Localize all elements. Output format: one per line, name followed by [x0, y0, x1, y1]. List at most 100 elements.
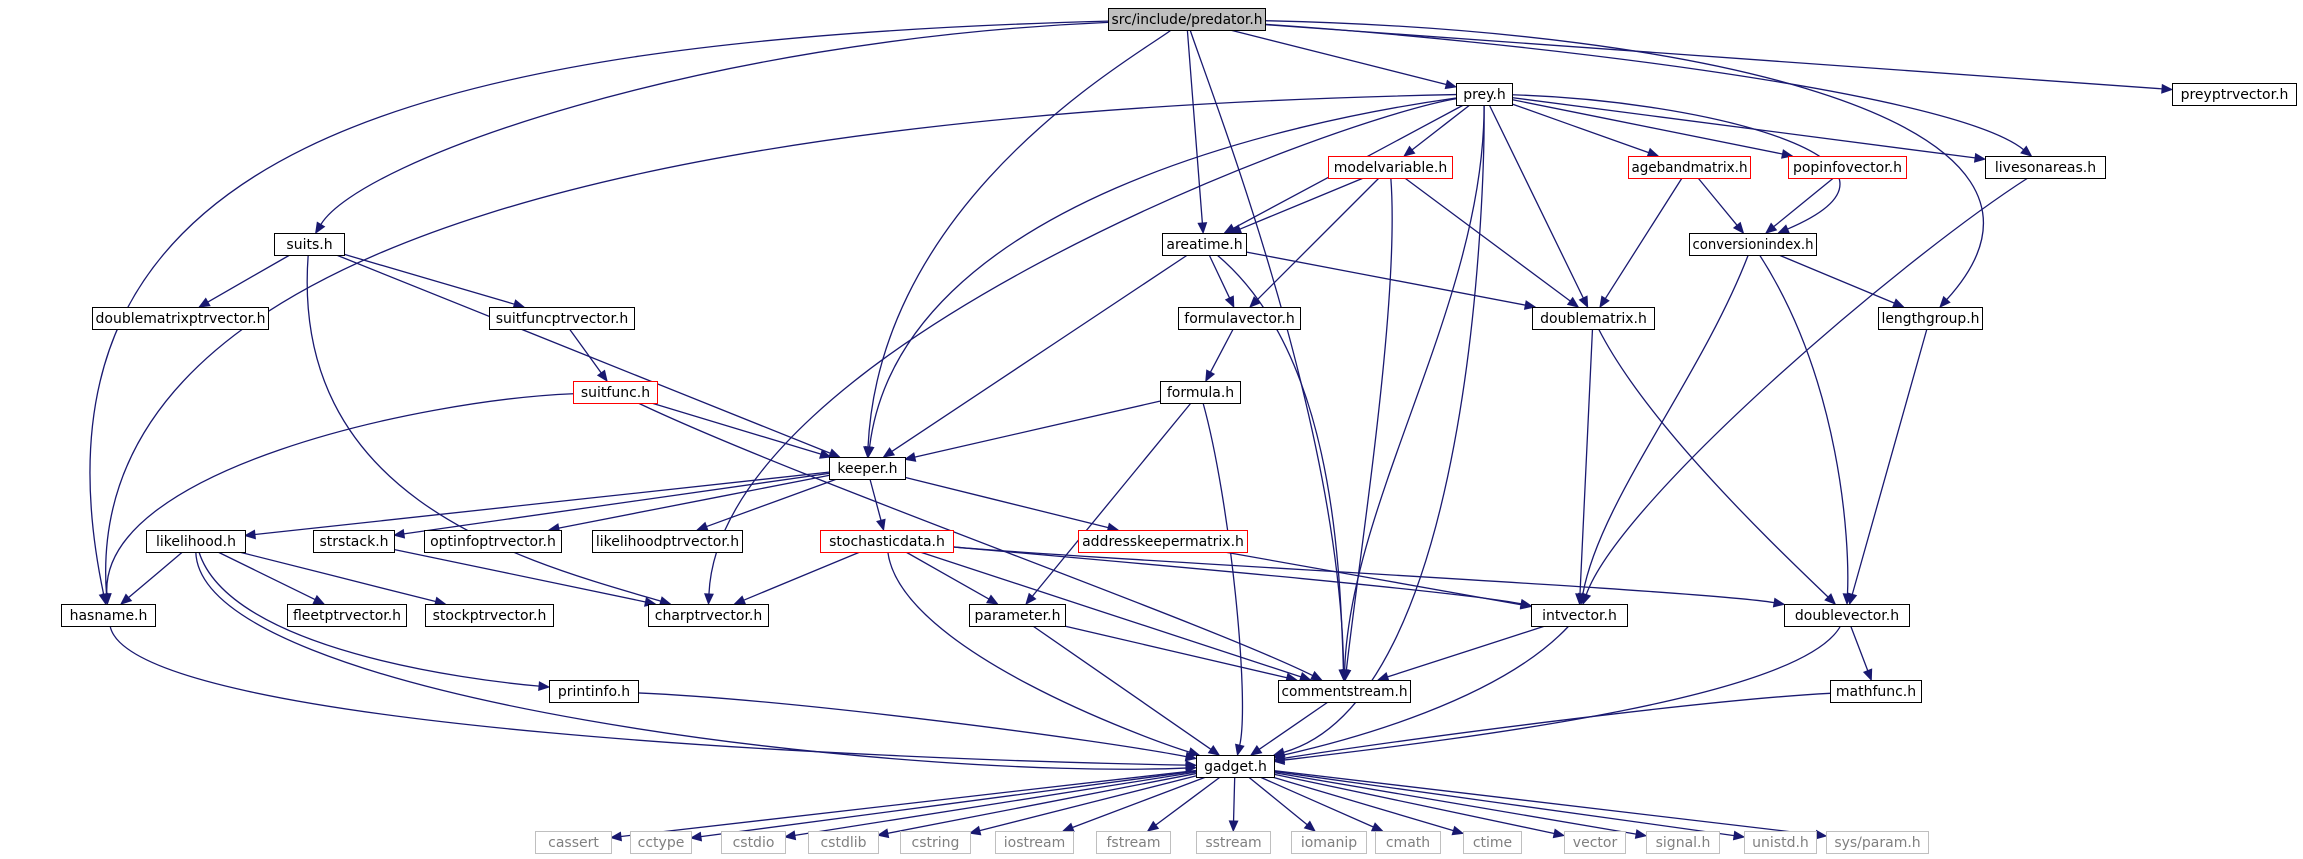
node-modelvariable[interactable]: modelvariable.h — [1328, 156, 1453, 179]
node-lengthgroup[interactable]: lengthgroup.h — [1878, 307, 1983, 330]
node-label: parameter.h — [975, 608, 1061, 624]
edge-suits-to-suitfuncptrvector — [343, 253, 526, 309]
edge-areatime-to-commentstream — [1216, 254, 1349, 682]
node-doublevector[interactable]: doublevector.h — [1784, 604, 1910, 627]
node-hasname[interactable]: hasname.h — [61, 604, 156, 627]
arrowhead — [1575, 593, 1585, 606]
node-keeper[interactable]: keeper.h — [829, 457, 906, 480]
node-conversionindex[interactable]: conversionindex.h — [1689, 233, 1817, 256]
edge-line — [1072, 776, 1207, 829]
node-stockptrvector[interactable]: stockptrvector.h — [425, 604, 554, 627]
edge-gadget-to-cstdlib — [876, 772, 1197, 839]
edge-line — [106, 393, 574, 595]
node-cassert: cassert — [535, 831, 612, 854]
node-box — [1291, 831, 1367, 854]
node-fleetptrvector[interactable]: fleetptrvector.h — [287, 604, 407, 627]
node-label: mathfunc.h — [1836, 684, 1916, 700]
edge-areatime-to-formulavector — [1208, 254, 1235, 309]
node-box — [146, 530, 246, 553]
node-mathfunc[interactable]: mathfunc.h — [1830, 680, 1922, 703]
node-box — [287, 604, 407, 627]
arrowhead — [2020, 145, 2033, 157]
node-label: stochasticdata.h — [829, 534, 945, 550]
arrowhead — [1444, 79, 1458, 90]
arrowhead — [1519, 599, 1533, 610]
node-optinfoptrvector[interactable]: optinfoptrvector.h — [424, 530, 562, 553]
edge-line — [1404, 177, 1571, 302]
node-areatime[interactable]: areatime.h — [1162, 233, 1247, 256]
node-label: gadget.h — [1204, 759, 1267, 775]
edge-keeper-to-likelihood — [243, 471, 830, 540]
edge-line — [706, 478, 838, 528]
edge-line — [1031, 402, 1192, 597]
node-cstring: cstring — [900, 831, 971, 854]
arrowhead — [903, 452, 917, 462]
edge-line — [1773, 177, 1834, 228]
node-livesonareas[interactable]: livesonareas.h — [1985, 156, 2106, 179]
node-doublematrixptrvector[interactable]: doublematrixptrvector.h — [92, 307, 269, 330]
arrowhead — [1634, 829, 1648, 839]
arrowhead — [876, 518, 886, 532]
arrowhead — [120, 593, 133, 605]
node-likelihood[interactable]: likelihood.h — [146, 530, 246, 553]
edge-gadget-to-iostream — [1061, 776, 1207, 832]
edge-line — [1272, 776, 1454, 832]
edge-line — [195, 551, 1187, 770]
arrowhead — [1303, 820, 1316, 832]
edge-modelvariable-to-formulavector — [1249, 177, 1380, 308]
edge-keeper-to-stochasticdata — [869, 478, 886, 532]
node-box — [1784, 604, 1910, 627]
node-suits[interactable]: suits.h — [274, 233, 345, 256]
arrowhead — [819, 449, 832, 459]
node-gadget[interactable]: gadget.h — [1196, 755, 1275, 778]
node-suitfunc[interactable]: suitfunc.h — [573, 381, 658, 404]
node-box — [995, 831, 1074, 854]
node-formulavector[interactable]: formulavector.h — [1178, 307, 1301, 330]
node-box — [1096, 831, 1171, 854]
node-prey[interactable]: prey.h — [1456, 83, 1513, 106]
arrowhead — [1025, 592, 1037, 605]
node-label: conversionindex.h — [1693, 237, 1814, 253]
arrowhead — [1338, 669, 1349, 682]
node-commentstream[interactable]: commentstream.h — [1278, 680, 1411, 703]
edge-line — [1264, 23, 2163, 90]
node-formula[interactable]: formula.h — [1160, 381, 1241, 404]
edge-line — [89, 20, 1109, 595]
node-printinfo[interactable]: printinfo.h — [549, 680, 639, 703]
edge-line — [217, 551, 316, 601]
edge-line — [867, 29, 1172, 448]
edge-prey-to-keeper — [864, 97, 1457, 459]
node-preyptrvector[interactable]: preyptrvector.h — [2172, 83, 2297, 106]
edge-line — [1273, 771, 1637, 835]
node-vector: vector — [1564, 831, 1626, 854]
node-intvector[interactable]: intvector.h — [1531, 604, 1628, 627]
edge-line — [128, 551, 183, 599]
node-stochasticdata[interactable]: stochasticdata.h — [820, 530, 954, 553]
arrowhead — [1599, 295, 1610, 309]
edge-keeper-to-strstack — [392, 472, 830, 539]
node-popinfovector[interactable]: popinfovector.h — [1788, 156, 1907, 179]
edge-predator-to-keeper — [863, 29, 1172, 459]
edge-keeper-to-likelihoodptrvector — [695, 478, 838, 532]
node-label: keeper.h — [837, 461, 897, 477]
node-addresskeepermatrix[interactable]: addresskeepermatrix.h — [1078, 530, 1248, 553]
node-likelihoodptrvector[interactable]: likelihoodptrvector.h — [592, 530, 743, 553]
node-charptrvector[interactable]: charptrvector.h — [648, 604, 769, 627]
node-label: addresskeepermatrix.h — [1082, 534, 1244, 550]
node-predator[interactable]: src/include/predator.h — [1108, 8, 1266, 31]
node-agebandmatrix[interactable]: agebandmatrix.h — [1628, 156, 1751, 179]
edge-conversionindex-to-lengthgroup — [1778, 254, 1905, 308]
node-suitfuncptrvector[interactable]: suitfuncptrvector.h — [489, 307, 635, 330]
node-parameter[interactable]: parameter.h — [969, 604, 1066, 627]
arrowhead — [733, 595, 747, 605]
arrowhead — [1772, 597, 1786, 608]
node-layer: src/include/predator.h prey.h preyptrvecto… — [61, 8, 2297, 854]
node-doublematrix[interactable]: doublematrix.h — [1532, 307, 1655, 330]
edge-line — [568, 328, 602, 374]
arrowhead — [1824, 593, 1837, 605]
node-box — [61, 604, 156, 627]
node-signal: signal.h — [1646, 831, 1720, 854]
arrowhead — [1061, 822, 1075, 832]
node-strstack[interactable]: strstack.h — [313, 530, 395, 553]
node-label: src/include/predator.h — [1112, 12, 1263, 28]
